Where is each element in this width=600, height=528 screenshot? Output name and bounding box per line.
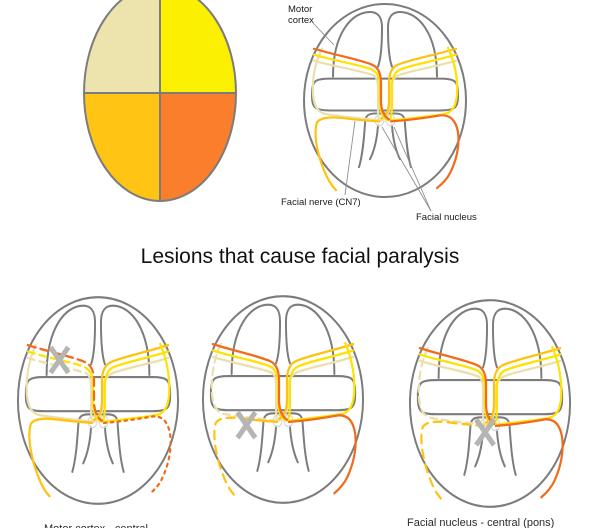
brain-structure-lobeL — [230, 303, 282, 376]
brain-structure-pons — [463, 416, 517, 476]
lesion-x-icon — [474, 417, 496, 447]
pathway-o2 — [287, 414, 357, 495]
facial-nerve-label: Facial nerve (CN7) — [281, 197, 361, 208]
brain-structure-pons — [71, 413, 125, 473]
pathway-a2a — [62, 419, 94, 425]
pathway-o1 — [211, 342, 289, 421]
brain-diagram-facial-nerve-lesion — [201, 295, 365, 504]
pathway-c1b — [372, 74, 381, 121]
brain-outline — [408, 299, 572, 508]
pathway-a2b — [420, 420, 457, 501]
face-quadrant-diagram — [83, 0, 237, 202]
pathway-a2b — [213, 416, 250, 497]
brain-structure-rect — [416, 379, 564, 416]
brain-structure-medR — [288, 425, 299, 464]
page-title: Lesions that cause facial paralysis — [140, 245, 460, 268]
pathway-a1 — [92, 343, 170, 421]
brain-structure-lobeR — [284, 303, 336, 376]
pathway-y1a — [418, 353, 479, 372]
brain-structure-rect — [209, 375, 357, 412]
pathway-o1 — [418, 346, 496, 425]
lesion-caption-facial-nucleus: Facial nucleus - central (pons) — [407, 517, 555, 528]
pathway-c1a — [418, 359, 481, 379]
brain-diagram-motor-cortex-lesion — [16, 296, 180, 505]
lesion-x-icon — [48, 345, 71, 375]
brain-structure-medL — [267, 425, 278, 464]
pathway-a1 — [484, 346, 562, 424]
brain-structure-lobeL — [45, 304, 97, 377]
pathway-a2b — [314, 116, 352, 192]
pathway-c1a — [211, 355, 274, 375]
brain-structure-pons — [256, 412, 310, 472]
pathway-o1 — [312, 47, 391, 121]
pathway-c1b — [478, 375, 486, 425]
lesion-x-icon — [235, 410, 258, 440]
pathway-a2a — [348, 117, 381, 123]
brain-diagram-facial-nucleus-lesion — [408, 299, 572, 508]
pathway-c1a — [312, 59, 376, 77]
motor-cortex-label: Motor cortex — [288, 4, 314, 26]
brain-structure-lobeL — [437, 307, 489, 380]
brain-structure-medR — [495, 429, 506, 468]
brain-structure-rect — [311, 77, 459, 112]
brain-structure-medL — [369, 124, 379, 161]
lesion-x-stroke-2 — [48, 345, 71, 375]
pathway-y2 — [286, 349, 355, 421]
brain-outline — [303, 2, 467, 199]
brain-structure-lobeR — [386, 10, 438, 78]
face-outline — [83, 0, 237, 202]
brain-structure-medR — [391, 124, 401, 161]
brain-structure-lobeL — [332, 10, 384, 78]
facial-nucleus-label: Facial nucleus — [416, 212, 477, 223]
lesion-x-stroke-2 — [235, 410, 258, 440]
pathway-y2 — [388, 53, 458, 121]
pathway-y3 — [389, 46, 459, 122]
quadrant-upper-right — [160, 0, 236, 93]
pathway-c1b — [86, 372, 94, 422]
quadrant-upper-left — [84, 0, 160, 93]
pathway-y3 — [102, 342, 171, 423]
pathway-a2b — [28, 417, 65, 498]
quadrant-lower-right — [160, 93, 236, 201]
pathway-o2 — [102, 415, 172, 496]
pathway-c3 — [311, 47, 381, 122]
brain-structure-lobeR — [491, 307, 543, 380]
brain-structure-lobeR — [99, 304, 151, 377]
brain-structure-rect — [24, 376, 172, 413]
pathway-y1a — [211, 349, 272, 368]
brain-diagram-normal — [303, 2, 467, 199]
pathway-a1 — [379, 47, 458, 120]
pathway-o1 — [26, 343, 104, 422]
pathway-y3 — [287, 341, 356, 422]
lesion-x-stroke-2 — [474, 417, 496, 447]
brain-structure-medR — [103, 426, 114, 465]
pathway-y2 — [101, 350, 170, 422]
pathway-c1b — [271, 371, 279, 421]
pathway-c3 — [25, 343, 94, 423]
brain-outline — [201, 295, 365, 504]
pathway-o2 — [494, 418, 564, 499]
brain-outline — [16, 296, 180, 505]
quadrant-lower-left — [84, 93, 160, 201]
lesion-caption-motor-cortex: Motor cortex - central — [44, 523, 148, 528]
pathway-y3 — [494, 345, 563, 426]
pathway-y2 — [493, 353, 562, 425]
pathway-c3 — [417, 346, 486, 426]
pathway-y1a — [26, 350, 87, 369]
pathway-a1 — [277, 342, 355, 420]
pathway-o2 — [389, 114, 460, 190]
brain-structure-medL — [82, 426, 93, 465]
pathway-y1a — [312, 53, 374, 71]
